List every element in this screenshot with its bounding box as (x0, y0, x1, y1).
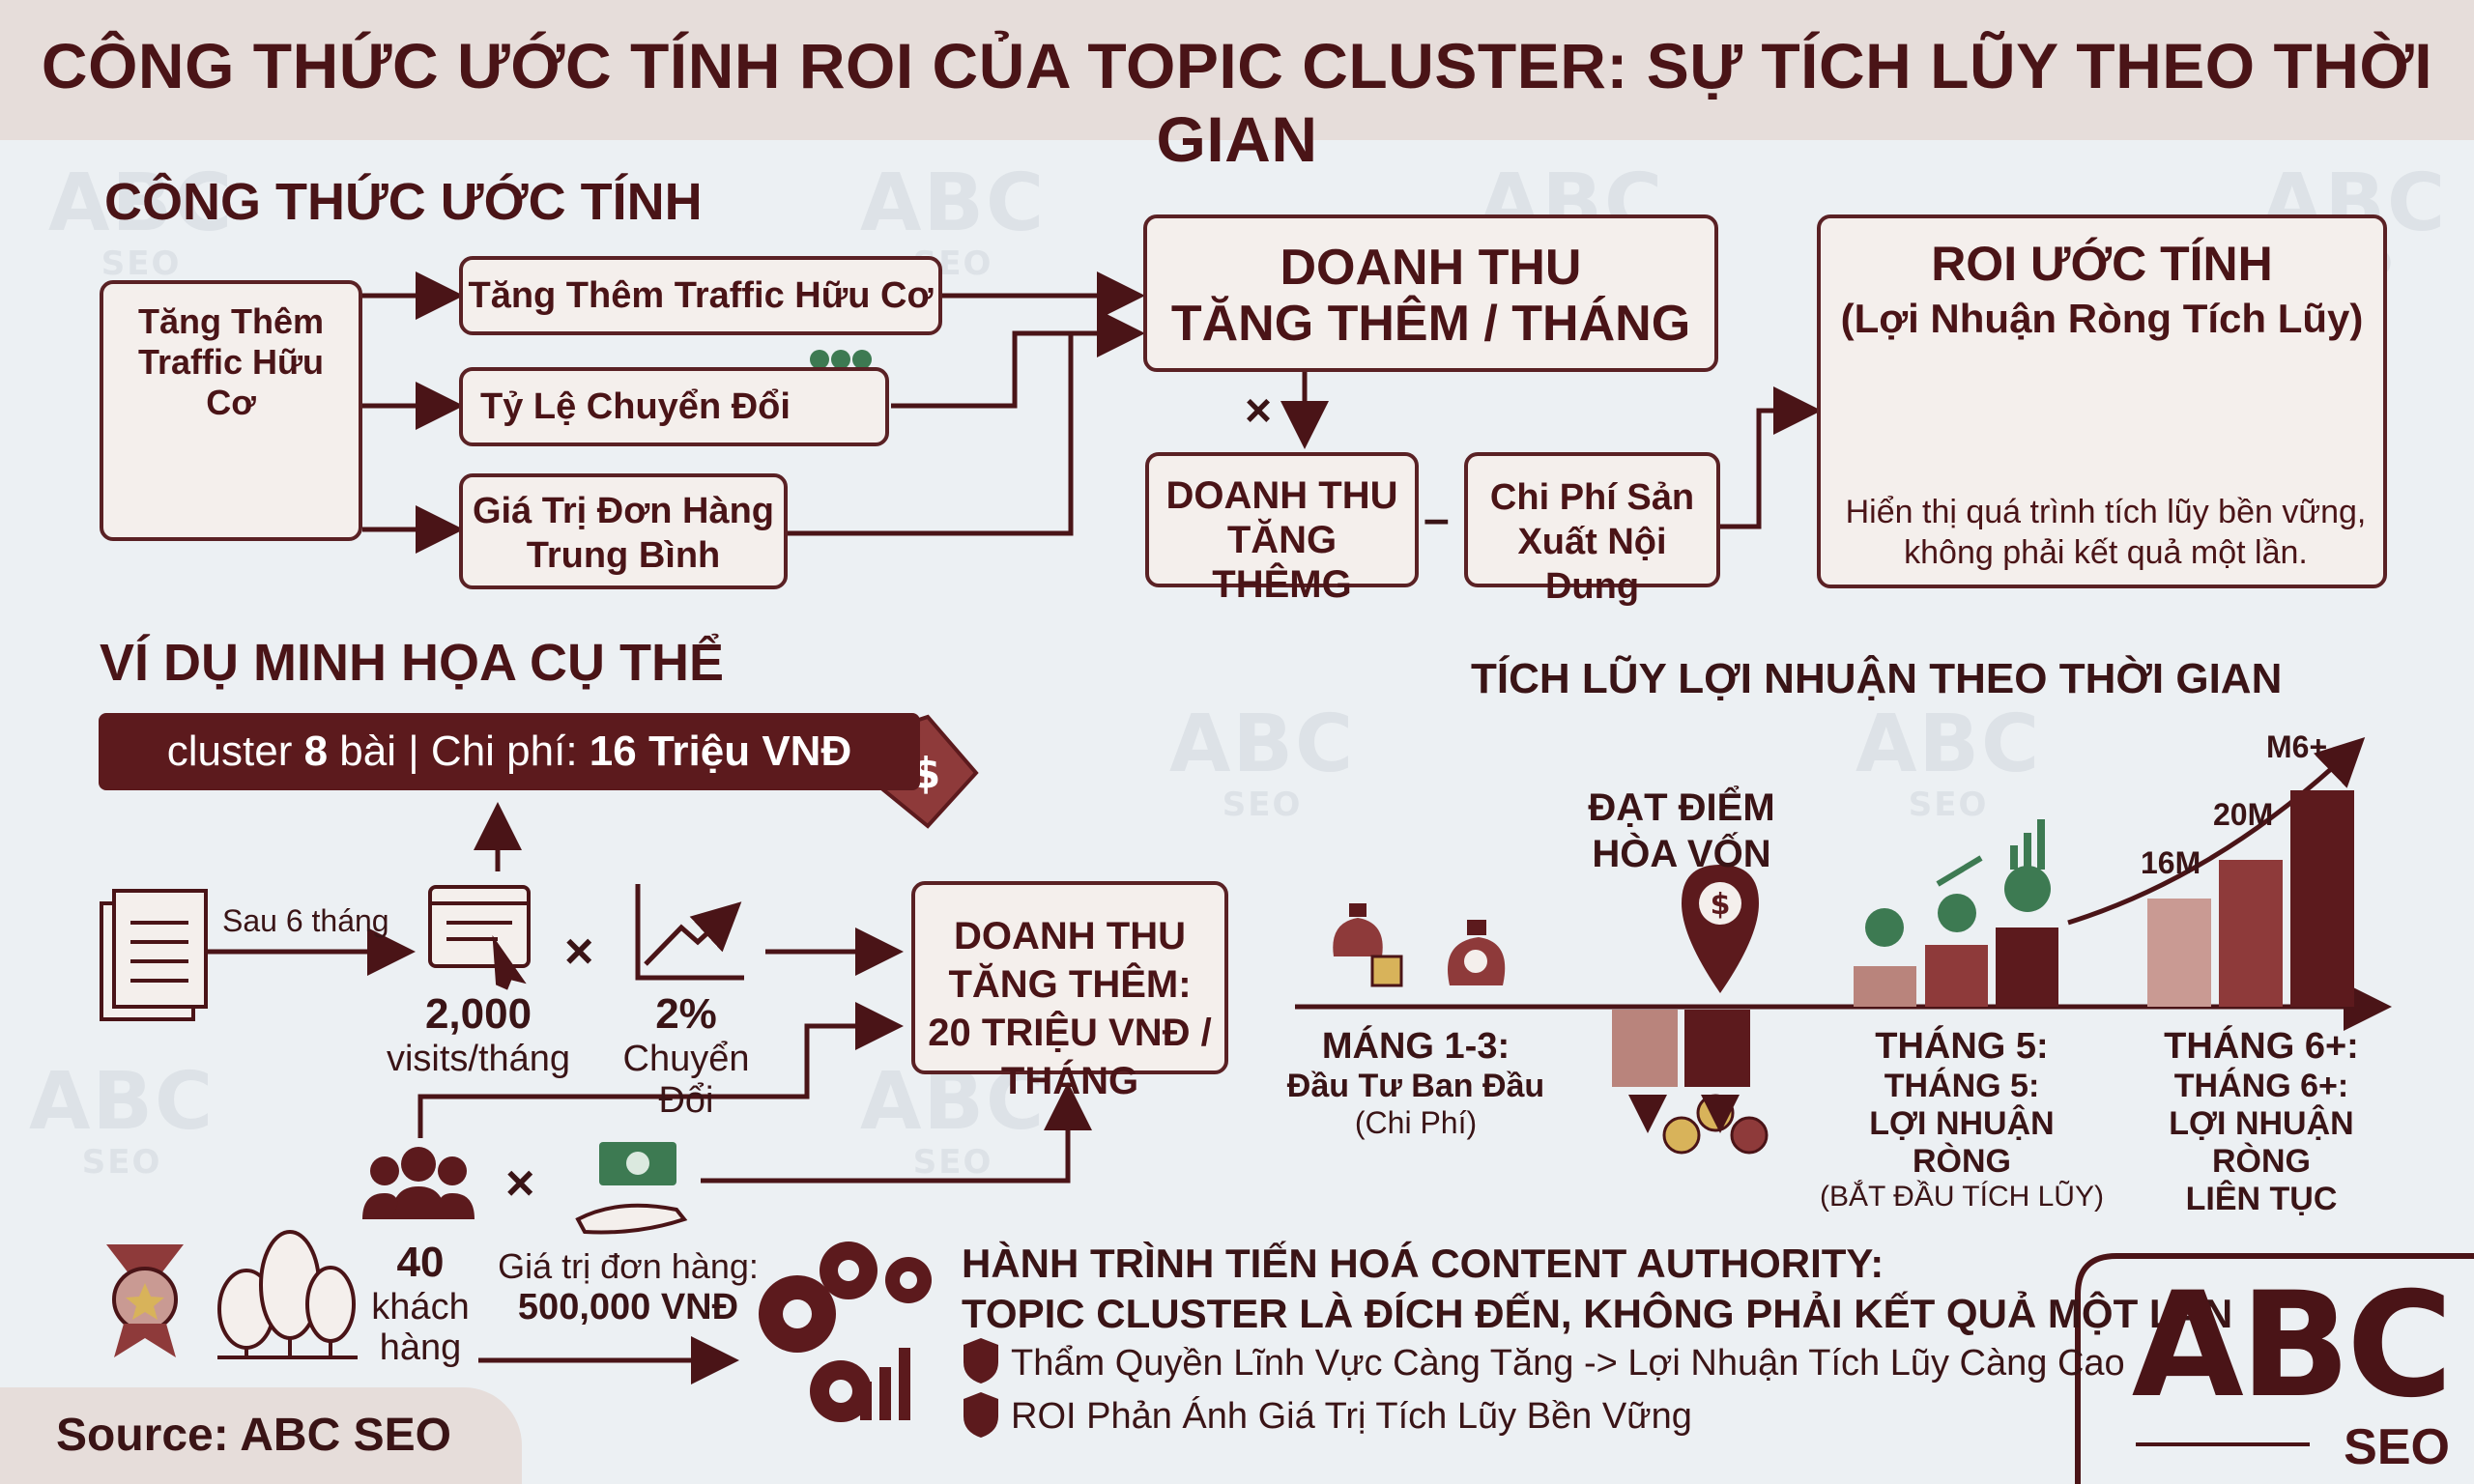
bar-month5-2 (1925, 945, 1988, 1007)
customers-metric: 40 khách hàng (371, 1239, 470, 1368)
title-bar (0, 0, 2474, 140)
bar-month6-2 (2219, 860, 2283, 1007)
timeline-phase-2: THÁNG 5: THÁNG 5: LỢI NHUẬN RÒNG (BẮT ĐẦ… (1820, 1026, 2104, 1213)
price-tag-icon: $ (873, 714, 979, 829)
bar-cost-1 (1612, 1010, 1678, 1087)
shield-icon (964, 1392, 998, 1438)
bar-label-m6: M6+ (2266, 729, 2328, 764)
bar-cost-2 (1684, 1010, 1750, 1087)
journey-bullet: ROI Phản Ánh Giá Trị Tích Lũy Bền Vững (1011, 1396, 1692, 1437)
example-heading: VÍ DỤ MINH HỌA CỤ THỂ (100, 634, 724, 692)
roi-box: ROI ƯỚC TÍNH (Lợi Nhuận Ròng Tích Lũy) H… (1817, 214, 2387, 588)
source-label: Source: ABC SEO (56, 1410, 451, 1461)
timeline-heading: TÍCH LŨY LỢI NHUẬN THEO THỜI GIAN (1471, 655, 2283, 702)
trees-icon (217, 1230, 358, 1359)
visits-metric: 2,000 visits/tháng (386, 990, 571, 1079)
money-bags-icon (1333, 903, 1506, 987)
result-revenue-box: DOANH THU TĂNG THÊM: 20 TRIỆU VNĐ / THÁN… (911, 881, 1228, 1102)
page-title: CÔNG THỨC ƯỚC TÍNH ROI CỦA TOPIC CLUSTER… (41, 30, 2433, 175)
bar-month6-3 (2290, 790, 2354, 1007)
award-icon (106, 1244, 184, 1357)
multiply-sign: × (505, 1156, 535, 1212)
order-value-metric: Giá trị đơn hàng: 500,000 VNĐ (498, 1246, 759, 1327)
source-bar (0, 1387, 522, 1484)
formula-heading: CÔNG THỨC ƯỚC TÍNH (104, 173, 703, 231)
timeline-bars (1612, 790, 2354, 1087)
revenue-box: DOANH THU TĂNG THÊM / THÁNG (1143, 214, 1718, 372)
journey-bullet: Thẩm Quyền Lĩnh Vực Càng Tăng -> Lợi Nhu… (1011, 1343, 2125, 1384)
cost-box: Chi Phí Sản Xuất Nội Dung (1464, 452, 1720, 607)
bar-label-16m: 16M (2141, 845, 2201, 880)
coins-icon (1662, 1094, 1769, 1155)
growth-chart-icon (635, 884, 744, 981)
browser-cursor-icon (428, 885, 531, 990)
input-conversion-box: Tỷ Lệ Chuyển Đổi (459, 367, 889, 446)
logo-frame (2075, 1253, 2474, 1484)
documents-icon (100, 889, 208, 1021)
bar-month5-3 (1996, 928, 2058, 1007)
after-six-months: Sau 6 tháng (222, 903, 389, 938)
minus-sign: – (1424, 494, 1450, 545)
svg-text:$: $ (1711, 888, 1731, 922)
conversion-metric: 2% Chuyển Đổi (622, 990, 750, 1121)
multiply-sign: × (564, 924, 594, 980)
breakeven-label: ĐẠT ĐIỂM HÒA VỐN (1588, 786, 1775, 875)
abc-seo-logo: ABC SEO (2131, 1262, 2454, 1475)
shield-icon (964, 1338, 998, 1384)
breakeven-arrows (1628, 1095, 1740, 1133)
source-traffic-box: Tăng Thêm Traffic Hữu Cơ (100, 280, 362, 541)
input-traffic-box: Tăng Thêm Traffic Hữu Cơ (459, 256, 942, 335)
bar-month5-1 (1854, 966, 1916, 1007)
cluster-cost-banner: cluster 8 bài | Chi phí: 16 Triệu VNĐ (99, 713, 920, 790)
customers-icon (362, 1147, 475, 1219)
bar-label-20m: 20M (2213, 797, 2274, 832)
gears-growth-icon (759, 1241, 932, 1422)
revenue-small-box: DOANH THU TĂNG THÊMG (1145, 452, 1419, 606)
green-coins-icon (1865, 819, 2051, 947)
timeline-phase-3: THÁNG 6+: THÁNG 6+: LỢI NHUẬN RÒNG LIÊN … (2164, 1026, 2359, 1217)
multiply-sign: × (1245, 385, 1273, 437)
journey-title: HÀNH TRÌNH TIẾN HOÁ CONTENT AUTHORITY: T… (962, 1241, 2233, 1336)
timeline-phase-1: MÁNG 1-3: Đầu Tư Ban Đầu (Chi Phí) (1286, 1026, 1545, 1140)
bar-month6-1 (2147, 899, 2211, 1007)
cash-hand-icon (575, 1142, 688, 1235)
input-order-value-box: Giá Trị Đơn Hàng Trung Bình (459, 473, 788, 589)
location-pin-icon: $ (1682, 865, 1759, 993)
